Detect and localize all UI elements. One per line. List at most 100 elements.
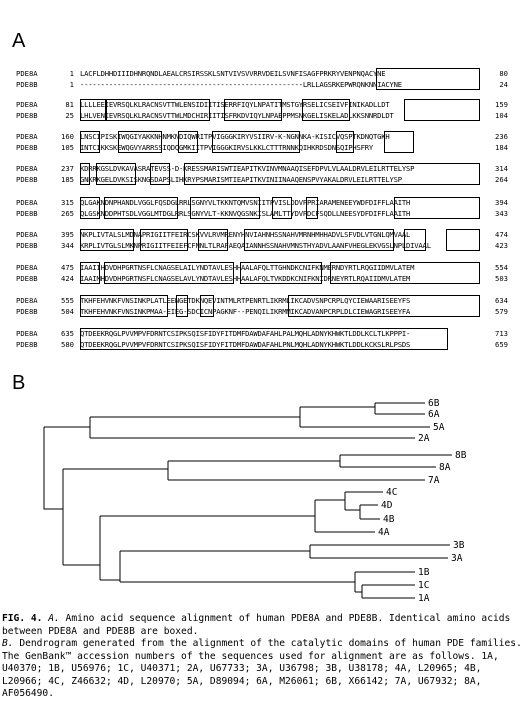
caption-a-tag: A. — [48, 613, 60, 624]
leaf-label: 2A — [418, 433, 430, 444]
start-position: 475 — [61, 263, 74, 272]
panel-a-label: A — [12, 30, 26, 52]
alignment-line-pde8a: PDE8A 555 TKHFEHVNKFVNSINKPLATLEENGETDKN… — [0, 296, 525, 306]
caption-paragraph-b: B. Dendrogram generated from the alignme… — [2, 638, 523, 701]
sequence-name: PDE8B — [16, 340, 38, 349]
end-position: 394 — [495, 198, 508, 207]
sequence-name: PDE8A — [16, 198, 38, 207]
identity-box — [240, 262, 322, 284]
caption-a-text: Amino acid sequence alignment of human P… — [2, 613, 511, 637]
end-position: 713 — [495, 329, 508, 338]
sequence-text: GNKRKGELDVKSISKNGSDAPSLIHKRYPSMARISMTIEA… — [80, 175, 402, 184]
leaf-label: 4A — [378, 527, 390, 538]
end-position: 659 — [495, 340, 508, 349]
end-position: 423 — [495, 241, 508, 250]
caption-b-text: Dendrogram generated from the alignment … — [2, 638, 522, 699]
end-position: 80 — [499, 69, 508, 78]
end-position: 554 — [495, 263, 508, 272]
alignment-row: PDE8A 635 QTDEEKRQGLPVVMPVFDRNTCSIPKSQIS… — [0, 328, 525, 351]
caption-paragraph-a: FIG. 4. A. Amino acid sequence alignment… — [2, 613, 523, 638]
identity-box — [272, 197, 292, 219]
leaf-label: 8B — [455, 450, 467, 461]
identity-box — [336, 131, 354, 153]
tree-branch — [43, 427, 63, 510]
alignment-row: PDE8A 475 IAAIIHDVDHPGRTNSFLCNAGSELAILYN… — [0, 262, 525, 285]
identity-box — [212, 131, 300, 153]
alignment-line-pde8a: PDE8A 315 QLGAKNDNPHANDLVGGLFQSDGLRRLSGN… — [0, 198, 525, 208]
sequence-text: KRPLIVTGLSLMKNPRIGIITFEIEFCFNNLTLRAFAEQA… — [80, 241, 431, 250]
alignment-line-pde8a: PDE8A 160 LNSCIPISKIWQGIYAKKNHNMKNDIQWRI… — [0, 132, 525, 142]
identity-box — [80, 229, 134, 251]
start-position: 1 — [69, 69, 74, 78]
identity-box — [184, 163, 480, 185]
identity-box — [178, 131, 198, 153]
leaf-label: 1C — [418, 580, 429, 591]
sequence-text: NKPLIVTALSLMDNAPRIGIITFEIRCSKVVLRVMRENYH… — [80, 230, 411, 239]
figure-caption: FIG. 4. A. Amino acid sequence alignment… — [2, 613, 523, 701]
alignment-line-pde8b: PDE8B 265 QLGSKNDDPHTSDLVGGLMTDGLRRLSGNY… — [0, 209, 525, 219]
alignment-line-pde8a: PDE8A 475 IAAIIHDVDHPGRTNSFLCNAGSELAILYN… — [0, 263, 525, 273]
alignment-row: PDE8A 237 KDRRKGSLDVKAVASRATEVSS-D-KRESS… — [0, 163, 525, 186]
panel-b-label: B — [12, 372, 26, 394]
leaf-label: 6B — [428, 398, 440, 409]
start-position: 237 — [61, 164, 74, 173]
identity-box — [150, 163, 170, 185]
sequence-text: LHLVENIEVRSQLKLRACNSVTTWLMDCHIRIITISFRKD… — [80, 111, 394, 120]
identity-box — [302, 99, 350, 121]
start-position: 344 — [61, 241, 74, 250]
alignment-line-pde8a: PDE8A 237 KDRRKGSLDVKAVASRATEVSS-D-KRESS… — [0, 164, 525, 174]
start-position: 265 — [61, 209, 74, 218]
sequence-text: ----------------------------------------… — [80, 80, 402, 89]
sequence-name: PDE8A — [16, 100, 38, 109]
identity-box — [80, 99, 106, 121]
alignment-line-pde8a: PDE8A 1 LACFLDHHDIIIDHNRQNDLAEALCRSIRSSK… — [0, 69, 525, 79]
identity-box — [80, 328, 448, 350]
sequence-text: LNSCIPISKIWQGIYAKKNHNMKNDIQWRITPVIGGGKIR… — [80, 132, 390, 141]
alignment-line-pde8b: PDE8B 1 --------------------------------… — [0, 80, 525, 90]
start-position: 315 — [61, 198, 74, 207]
start-position: 185 — [61, 175, 74, 184]
leaf-label: 7A — [428, 475, 440, 486]
sequence-text: QLGSKNDDPHTSDLVGGLMTDGLRRLSGNYVLT-KKNVQG… — [80, 209, 411, 218]
identity-box — [198, 229, 228, 251]
start-position: 105 — [61, 143, 74, 152]
identity-box — [404, 229, 426, 251]
sequence-text: QTDEEKRQGLPVVMPVFDRNTCSIPKSQISFIDYFITDMF… — [80, 329, 411, 338]
alignment-line-pde8b: PDE8B 25 LHLVENIEVRSQLKLRACNSVTTWLMDCHIR… — [0, 111, 525, 121]
end-position: 184 — [495, 143, 508, 152]
sequence-text: KDRRKGSLDVKAVASRATEVSS-D-KRESSMARISWTIEA… — [80, 164, 415, 173]
alignment-line-pde8b: PDE8B 504 TKHFEHVNKFVNSINKPMAA-EIEG-SDCI… — [0, 307, 525, 317]
leaf-label: 3A — [451, 553, 463, 564]
end-position: 104 — [495, 111, 508, 120]
alignment-row: PDE8A 555 TKHFEHVNKFVNSINKPLATLEENGETDKN… — [0, 295, 525, 318]
sequence-text: QLGAKNDNPHANDLVGGLFQSDGLRRLSGNYVLTKKNTQM… — [80, 198, 411, 207]
start-position: 160 — [61, 132, 74, 141]
leaf-label: 4C — [386, 487, 397, 498]
sequence-text: LACFLDHHDIIIDHNRQNDLAEALCRSIRSSKLSNTVIVS… — [80, 69, 386, 78]
identity-box — [104, 197, 178, 219]
leaf-label: 3B — [453, 540, 465, 551]
end-position: 503 — [495, 274, 508, 283]
end-position: 159 — [495, 100, 508, 109]
sequence-name: PDE8A — [16, 164, 38, 173]
identity-box — [80, 197, 100, 219]
end-position: 264 — [495, 175, 508, 184]
end-position: 474 — [495, 230, 508, 239]
alignment-row: PDE8A 160 LNSCIPISKIWQGIYAKKNHNMKNDIQWRI… — [0, 131, 525, 154]
identity-box — [80, 295, 168, 317]
alignment-row: PDE8A 1 LACFLDHHDIIIDHNRQNDLAEALCRSIRSSK… — [0, 68, 525, 91]
identity-box — [80, 131, 100, 153]
identity-box — [306, 197, 318, 219]
caption-b-tag: B. — [2, 638, 14, 649]
sequence-name: PDE8A — [16, 69, 38, 78]
start-position: 580 — [61, 340, 74, 349]
identity-box — [200, 295, 214, 317]
start-position: 395 — [61, 230, 74, 239]
identity-box — [224, 99, 282, 121]
sequence-name: PDE8B — [16, 143, 38, 152]
sequence-name: PDE8A — [16, 296, 38, 305]
identity-box — [244, 229, 394, 251]
alignment-line-pde8b: PDE8B 185 GNKRKGELDVKSISKNGSDAPSLIHKRYPS… — [0, 175, 525, 185]
sequence-name: PDE8B — [16, 307, 38, 316]
